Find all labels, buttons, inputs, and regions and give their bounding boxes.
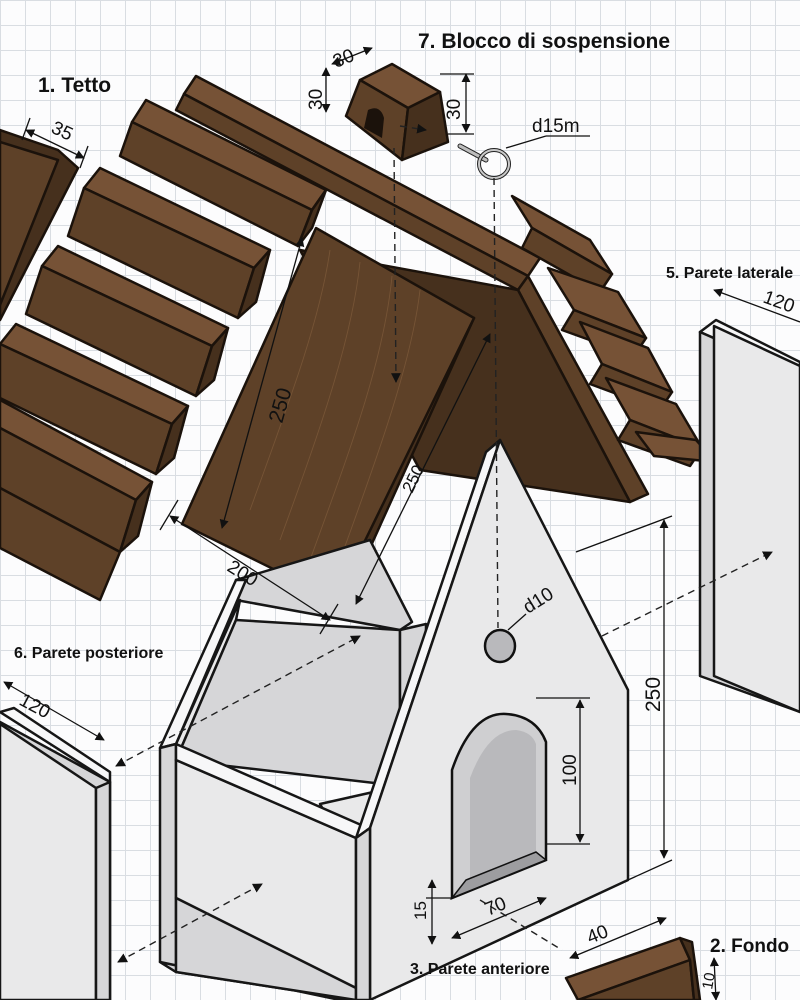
dim-eye-bolt: d15m bbox=[532, 116, 580, 137]
dim-block-width: 30 bbox=[330, 45, 357, 72]
block-notch bbox=[364, 108, 384, 138]
label-part1: 1. Tetto bbox=[38, 74, 111, 97]
label-part3: 3. Parete anteriore bbox=[410, 961, 550, 978]
dim-side-width: 120 bbox=[760, 287, 797, 318]
dim-slat-width: 35 bbox=[48, 117, 76, 145]
label-part5: 5. Parete laterale bbox=[666, 265, 793, 282]
dim-bottom-width: 40 bbox=[584, 921, 611, 948]
dim-block-height: 30 bbox=[306, 89, 327, 110]
roof-slat bbox=[0, 486, 122, 602]
back-wall bbox=[0, 706, 112, 1000]
label-part6: 6. Parete posteriore bbox=[14, 645, 164, 662]
dim-bottom-thickness: 10 bbox=[699, 971, 719, 990]
dim-front-height: 250 bbox=[642, 677, 665, 712]
dim-door-height: 100 bbox=[560, 754, 581, 786]
perch-hole bbox=[483, 628, 517, 664]
side-wall bbox=[698, 318, 800, 714]
bottom-board bbox=[564, 936, 702, 1000]
hanging-block bbox=[344, 62, 450, 162]
roof-slat bbox=[0, 322, 190, 476]
dimension-lines bbox=[3, 46, 800, 1000]
roof-slat bbox=[24, 244, 230, 398]
dim-door-offset: 15 bbox=[411, 901, 430, 920]
eye-bolt bbox=[457, 143, 511, 180]
roof-slats-left bbox=[0, 128, 272, 602]
label-part2: 2. Fondo bbox=[710, 936, 789, 957]
label-part7: 7. Blocco di sospensione bbox=[418, 30, 670, 53]
roof-slat bbox=[0, 128, 80, 322]
dim-block-depth: 30 bbox=[444, 99, 465, 120]
